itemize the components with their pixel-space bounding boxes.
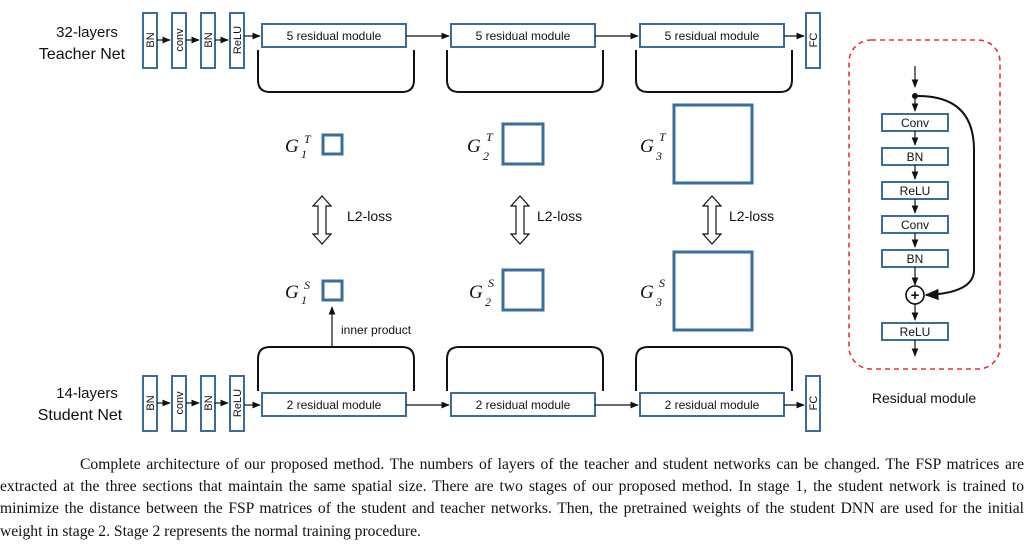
student-conv-layer: conv <box>171 375 187 432</box>
fsp-label-teacher-1: G T 1 <box>285 132 312 161</box>
svg-text:BN: BN <box>145 395 157 410</box>
student-bn-layer-2: BN <box>200 375 216 432</box>
svg-text:G: G <box>285 136 299 157</box>
teacher-conv-layer: conv <box>171 12 187 69</box>
svg-text:G: G <box>469 282 483 303</box>
svg-text:T: T <box>659 130 667 144</box>
residual-module-dashed-border <box>848 39 1001 370</box>
l2-loss-label-1: L2-loss <box>347 208 392 224</box>
fsp-matrix-student-1 <box>321 279 344 302</box>
l2-loss-double-arrow-2 <box>509 195 531 245</box>
residual-conv-layer-1: Conv <box>881 113 949 132</box>
student-section-bracket-1 <box>257 346 415 391</box>
teacher-section-bracket-3 <box>635 50 793 93</box>
svg-text:T: T <box>304 132 312 146</box>
svg-text:BN: BN <box>907 252 924 266</box>
svg-text:G: G <box>640 136 654 157</box>
l2-loss-double-arrow-3 <box>701 195 723 245</box>
svg-text:T: T <box>486 130 494 144</box>
residual-bn-layer-2: BN <box>881 249 949 268</box>
svg-text:G: G <box>285 282 299 303</box>
residual-module-title: Residual module <box>872 390 976 406</box>
student-residual-group-1: 2 residual module <box>261 392 407 417</box>
svg-text:5 residual module: 5 residual module <box>287 29 382 43</box>
residual-relu-layer-2: ReLU <box>881 322 949 341</box>
fsp-matrix-teacher-3 <box>672 103 754 185</box>
svg-text:3: 3 <box>655 295 662 309</box>
svg-text:G: G <box>467 136 481 157</box>
svg-text:Conv: Conv <box>901 218 929 232</box>
student-residual-group-3: 2 residual module <box>639 392 785 417</box>
student-residual-group-2: 2 residual module <box>450 392 596 417</box>
residual-relu-layer-1: ReLU <box>881 181 949 200</box>
l2-loss-label-3: L2-loss <box>729 208 774 224</box>
fsp-label-student-3: G S 3 <box>640 276 665 309</box>
svg-text:5 residual module: 5 residual module <box>665 29 760 43</box>
svg-text:BN: BN <box>203 32 215 47</box>
teacher-section-bracket-1 <box>257 50 415 93</box>
svg-text:conv: conv <box>174 391 186 415</box>
student-relu-layer: ReLU <box>229 375 245 432</box>
teacher-layers-label: 32-layers <box>56 24 118 41</box>
svg-text:S: S <box>488 276 494 290</box>
fsp-matrix-student-2 <box>501 268 545 312</box>
l2-loss-double-arrow-1 <box>311 195 333 245</box>
svg-text:ReLU: ReLU <box>900 184 931 198</box>
svg-text:2 residual module: 2 residual module <box>287 398 382 412</box>
fsp-label-student-1: G S 1 <box>285 278 310 307</box>
svg-text:BN: BN <box>203 395 215 410</box>
skip-branch-point <box>912 93 918 99</box>
svg-text:Conv: Conv <box>901 116 929 130</box>
teacher-residual-group-2: 5 residual module <box>450 23 596 48</box>
svg-text:2 residual module: 2 residual module <box>665 398 760 412</box>
svg-text:S: S <box>304 278 310 292</box>
architecture-diagram: 32-layers Teacher Net BN conv BN ReLU 5 … <box>38 12 1001 432</box>
svg-text:3: 3 <box>655 149 662 163</box>
svg-text:S: S <box>659 276 665 290</box>
svg-text:ReLU: ReLU <box>232 389 244 417</box>
student-layers-label: 14-layers <box>56 385 118 402</box>
l2-loss-label-2: L2-loss <box>537 208 582 224</box>
teacher-residual-group-3: 5 residual module <box>639 23 785 48</box>
svg-text:G: G <box>640 282 654 303</box>
residual-conv-layer-2: Conv <box>881 215 949 234</box>
svg-text:BN: BN <box>145 32 157 47</box>
svg-text:+: + <box>911 287 920 304</box>
student-fc-layer: FC <box>805 375 821 432</box>
fsp-matrix-student-3 <box>672 250 754 332</box>
fsp-label-teacher-2: G T 2 <box>467 130 494 163</box>
teacher-fc-layer: FC <box>805 12 821 69</box>
residual-add-node: + <box>905 285 925 305</box>
fsp-matrix-teacher-2 <box>501 122 545 166</box>
teacher-bn-layer-2: BN <box>200 12 216 69</box>
fsp-matrix-teacher-1 <box>321 133 344 156</box>
residual-bn-layer-1: BN <box>881 147 949 166</box>
teacher-bn-layer-1: BN <box>142 12 158 69</box>
svg-text:BN: BN <box>907 150 924 164</box>
inner-product-label: inner product <box>341 323 412 337</box>
teacher-net-label: Teacher Net <box>39 46 126 63</box>
svg-text:FC: FC <box>808 33 820 48</box>
svg-text:2: 2 <box>485 295 491 309</box>
svg-text:ReLU: ReLU <box>232 26 244 54</box>
svg-text:2 residual module: 2 residual module <box>476 398 571 412</box>
svg-text:2: 2 <box>483 149 489 163</box>
svg-text:1: 1 <box>301 293 307 307</box>
svg-text:1: 1 <box>301 147 307 161</box>
student-bn-layer-1: BN <box>142 375 158 432</box>
fsp-label-student-2: G S 2 <box>469 276 494 309</box>
svg-text:5 residual module: 5 residual module <box>476 29 571 43</box>
teacher-residual-group-1: 5 residual module <box>261 23 407 48</box>
student-net-label: Student Net <box>38 407 123 424</box>
svg-text:ReLU: ReLU <box>900 325 931 339</box>
student-section-bracket-2 <box>446 346 604 391</box>
fsp-label-teacher-3: G T 3 <box>640 130 667 163</box>
svg-text:FC: FC <box>808 396 820 411</box>
svg-text:conv: conv <box>174 28 186 52</box>
teacher-relu-layer: ReLU <box>229 12 245 69</box>
student-section-bracket-3 <box>635 346 793 391</box>
figure-caption: Complete architecture of our proposed me… <box>0 456 1024 540</box>
skip-connection-arrow <box>917 95 975 301</box>
teacher-section-bracket-2 <box>446 50 604 93</box>
